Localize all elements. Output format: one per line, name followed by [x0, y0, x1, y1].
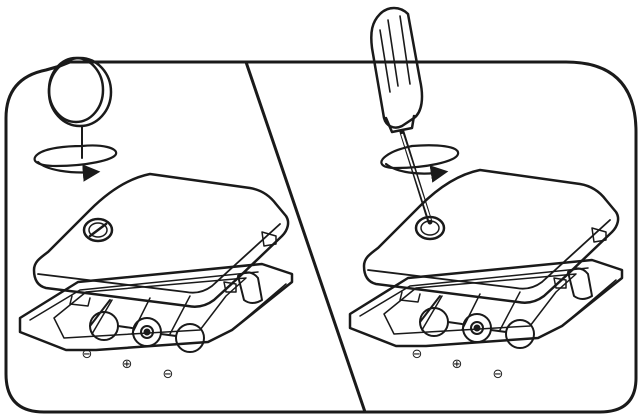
- lid-screw-icon: [414, 215, 446, 241]
- coin-icon: [47, 56, 113, 128]
- screwdriver-icon: [370, 6, 433, 225]
- lid-screw-icon: [82, 217, 114, 243]
- panel-divider: [244, 60, 367, 414]
- frame-border: [4, 60, 638, 414]
- polarity-plus: ⊕: [122, 357, 133, 372]
- battery-compartment: [18, 172, 294, 354]
- polarity-plus: ⊕: [452, 357, 463, 372]
- polarity-minus-left: ⊖: [412, 347, 423, 362]
- rotate-arrow-icon: [380, 144, 460, 183]
- polarity-minus-right: ⊖: [163, 367, 174, 382]
- polarity-minus-right: ⊖: [493, 367, 504, 382]
- panel-step-2: ⊖ ⊕ ⊖: [348, 6, 624, 382]
- polarity-markers: ⊖ ⊕ ⊖: [82, 347, 174, 382]
- rotate-arrow-icon: [33, 144, 118, 182]
- panel-step-1: ⊖ ⊕ ⊖: [18, 56, 294, 382]
- polarity-markers: ⊖ ⊕ ⊖: [412, 347, 504, 382]
- battery-compartment: [348, 168, 624, 350]
- polarity-minus-left: ⊖: [82, 347, 93, 362]
